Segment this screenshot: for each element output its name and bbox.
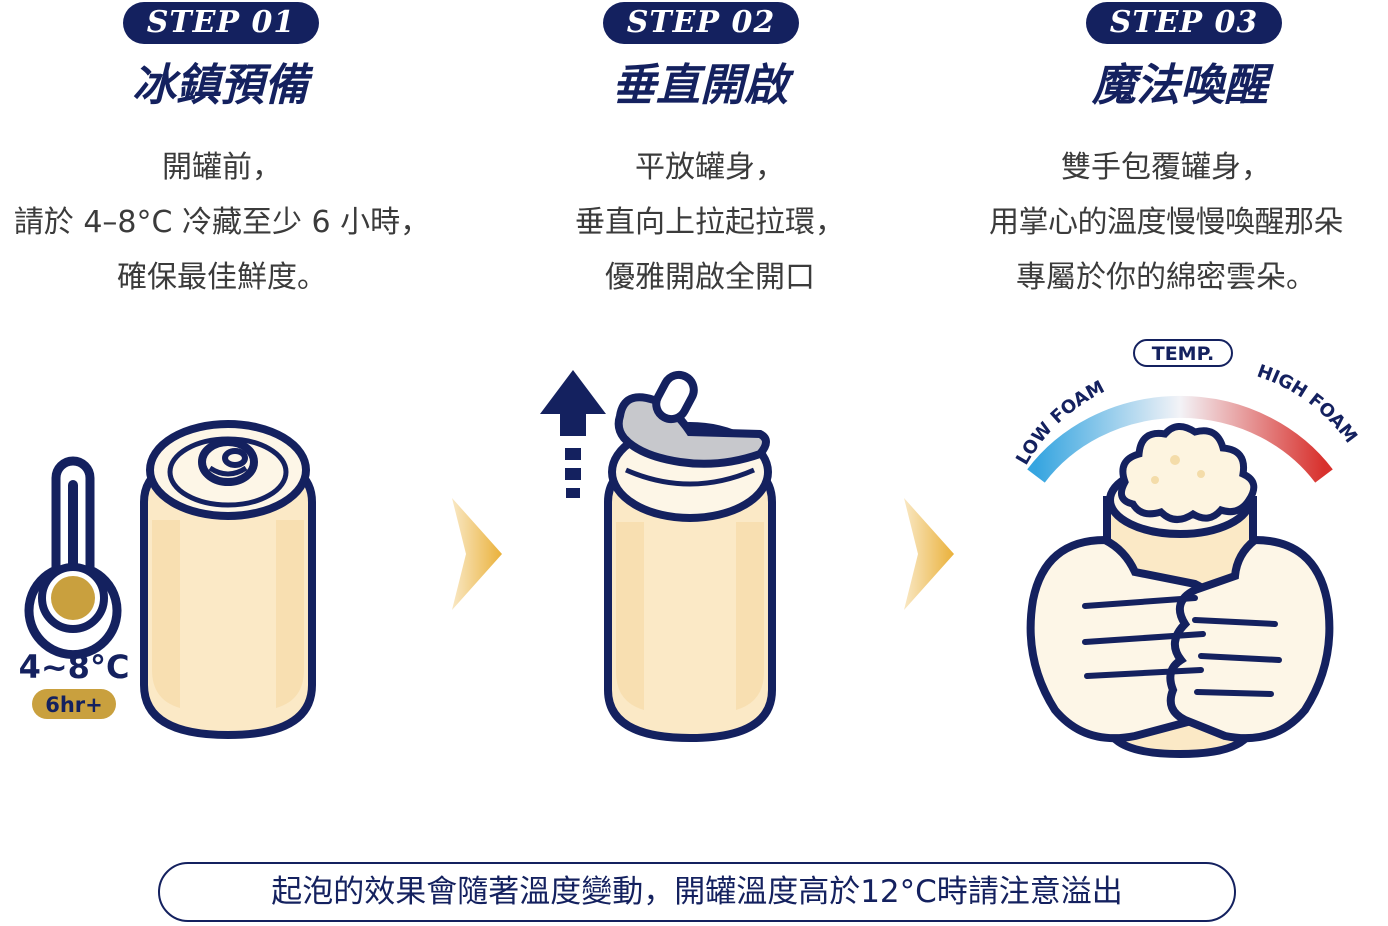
thermometer-icon: 4~8°C 6hr+ — [19, 456, 130, 719]
temp-tag: TEMP. — [1152, 343, 1215, 365]
step-3-badge: STEP 03 — [1086, 2, 1282, 44]
duration-badge: 6hr+ — [45, 693, 103, 717]
hands-warming-can-icon — [1026, 423, 1334, 759]
step-2-line-1: 平放罐身， — [635, 150, 785, 185]
beer-can-closed-icon — [140, 420, 316, 740]
foam-temperature-gauge: TEMP. LOW FOAM HIGH FOAM — [1012, 339, 1361, 483]
step-2-badge: STEP 02 — [603, 2, 799, 44]
step-1-description: 開罐前， 請於 4–8°C 冷藏至少 6 小時， 確保最佳鮮度。 — [0, 140, 452, 305]
step-3-line-2: 用掌心的溫度慢慢喚醒那朵 — [989, 205, 1344, 240]
step-2-line-3: 優雅開啟全開口 — [605, 260, 815, 295]
beer-can-opened-icon — [604, 370, 776, 743]
step-1-line-2: 請於 4–8°C 冷藏至少 6 小時， — [13, 205, 431, 240]
step-1-line-1: 開罐前， — [162, 150, 282, 185]
step-1-line-3: 確保最佳鮮度。 — [117, 260, 327, 295]
step-2-title: 垂直開啟 — [612, 60, 788, 111]
step-1-title: 冰鎮預備 — [132, 60, 308, 111]
step-3-line-3: 專屬於你的綿密雲朵。 — [1016, 260, 1316, 295]
step-2-description: 平放罐身， 垂直向上拉起拉環， 優雅開啟全開口 — [480, 140, 940, 305]
step-3-line-1: 雙手包覆罐身， — [1061, 150, 1271, 185]
next-step-arrow-2 — [904, 498, 954, 610]
pull-up-arrow-icon — [540, 370, 606, 498]
step-2-line-2: 垂直向上拉起拉環， — [575, 205, 845, 240]
foam-overflow-notice: 起泡的效果會隨著溫度變動，開罐溫度高於12°C時請注意溢出 — [158, 862, 1236, 922]
temperature-label: 4~8°C — [19, 648, 130, 686]
step-3-description: 雙手包覆罐身， 用掌心的溫度慢慢喚醒那朵 專屬於你的綿密雲朵。 — [946, 140, 1386, 305]
step-3-title: 魔法喚醒 — [1092, 60, 1268, 111]
next-step-arrow-1 — [452, 498, 502, 610]
step-1-badge: STEP 01 — [123, 2, 319, 44]
